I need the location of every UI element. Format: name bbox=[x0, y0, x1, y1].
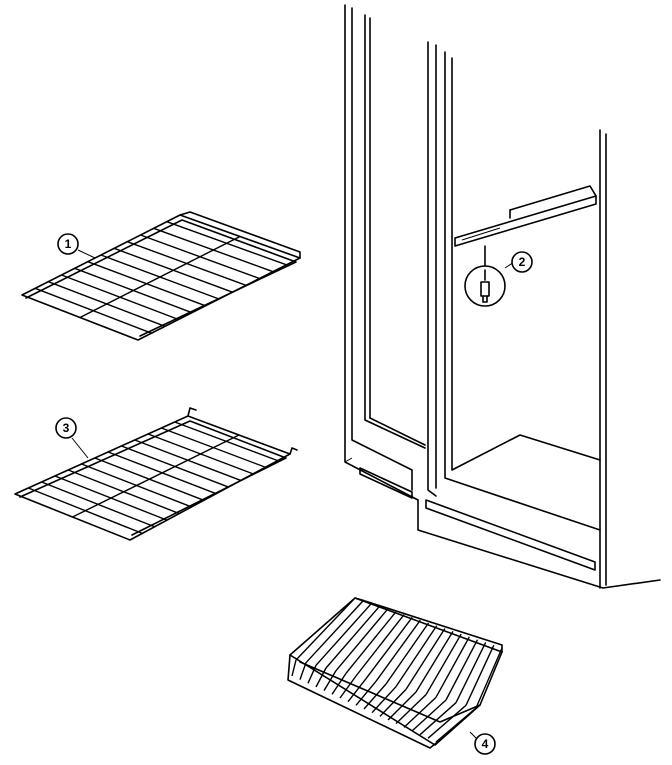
basket-wire bbox=[403, 696, 437, 728]
basket-wire bbox=[387, 691, 417, 721]
shelf-support-rail bbox=[454, 185, 597, 247]
wire-basket-4 bbox=[287, 597, 503, 749]
shelf-cross-bar bbox=[79, 235, 241, 319]
shelf-cross-bar bbox=[72, 434, 240, 518]
basket-wire bbox=[395, 694, 427, 725]
basket-wire bbox=[395, 625, 438, 688]
wire-shelf-1 bbox=[21, 211, 301, 341]
callout-2-label: 2 bbox=[519, 255, 526, 269]
basket-wire bbox=[419, 702, 457, 736]
basket-wire bbox=[307, 665, 317, 684]
basket-wire bbox=[475, 647, 503, 709]
basket-wire bbox=[315, 603, 372, 666]
basket-wire bbox=[295, 597, 356, 661]
basket-wire bbox=[455, 642, 487, 703]
basket-wire bbox=[375, 619, 421, 682]
basket-wire bbox=[347, 678, 367, 703]
basket-wire bbox=[445, 639, 479, 701]
basket-wire bbox=[427, 704, 467, 739]
basket-wire bbox=[355, 614, 405, 677]
callout-3: 3 bbox=[55, 417, 89, 459]
basket-wire bbox=[385, 622, 430, 685]
basket-wire bbox=[425, 633, 462, 696]
basket-wire bbox=[323, 670, 337, 692]
basket-wire bbox=[411, 699, 447, 732]
basket-wire bbox=[415, 630, 454, 693]
basket-wire bbox=[325, 605, 381, 669]
basket-wire bbox=[435, 707, 477, 743]
basket-wire bbox=[339, 675, 357, 699]
refrigerator-cabinet bbox=[344, 4, 661, 589]
basket-wire bbox=[335, 608, 389, 672]
basket-wire bbox=[435, 636, 470, 698]
basket-wire bbox=[405, 628, 446, 690]
basket-wire bbox=[355, 680, 377, 706]
callout-1-label: 1 bbox=[65, 237, 72, 251]
basket-wire bbox=[345, 611, 397, 674]
basket-wire bbox=[299, 662, 307, 680]
basket-wire bbox=[365, 617, 413, 680]
callout-4: 4 bbox=[469, 731, 496, 755]
wire-shelf-3 bbox=[14, 407, 298, 541]
basket-wire bbox=[465, 644, 495, 706]
callout-3-label: 3 bbox=[63, 421, 70, 435]
basket-wire bbox=[371, 686, 397, 714]
callout-2: 2 bbox=[504, 251, 533, 273]
basket-wire bbox=[291, 659, 297, 677]
basket-wire bbox=[363, 683, 387, 710]
callout-4-label: 4 bbox=[482, 737, 489, 751]
basket-wire bbox=[331, 672, 347, 695]
callout-1: 1 bbox=[57, 233, 96, 259]
basket-wire bbox=[315, 667, 327, 688]
basket-wire bbox=[305, 600, 364, 664]
basket-wire bbox=[379, 688, 407, 717]
shelf-support-screw-detail bbox=[464, 245, 506, 307]
